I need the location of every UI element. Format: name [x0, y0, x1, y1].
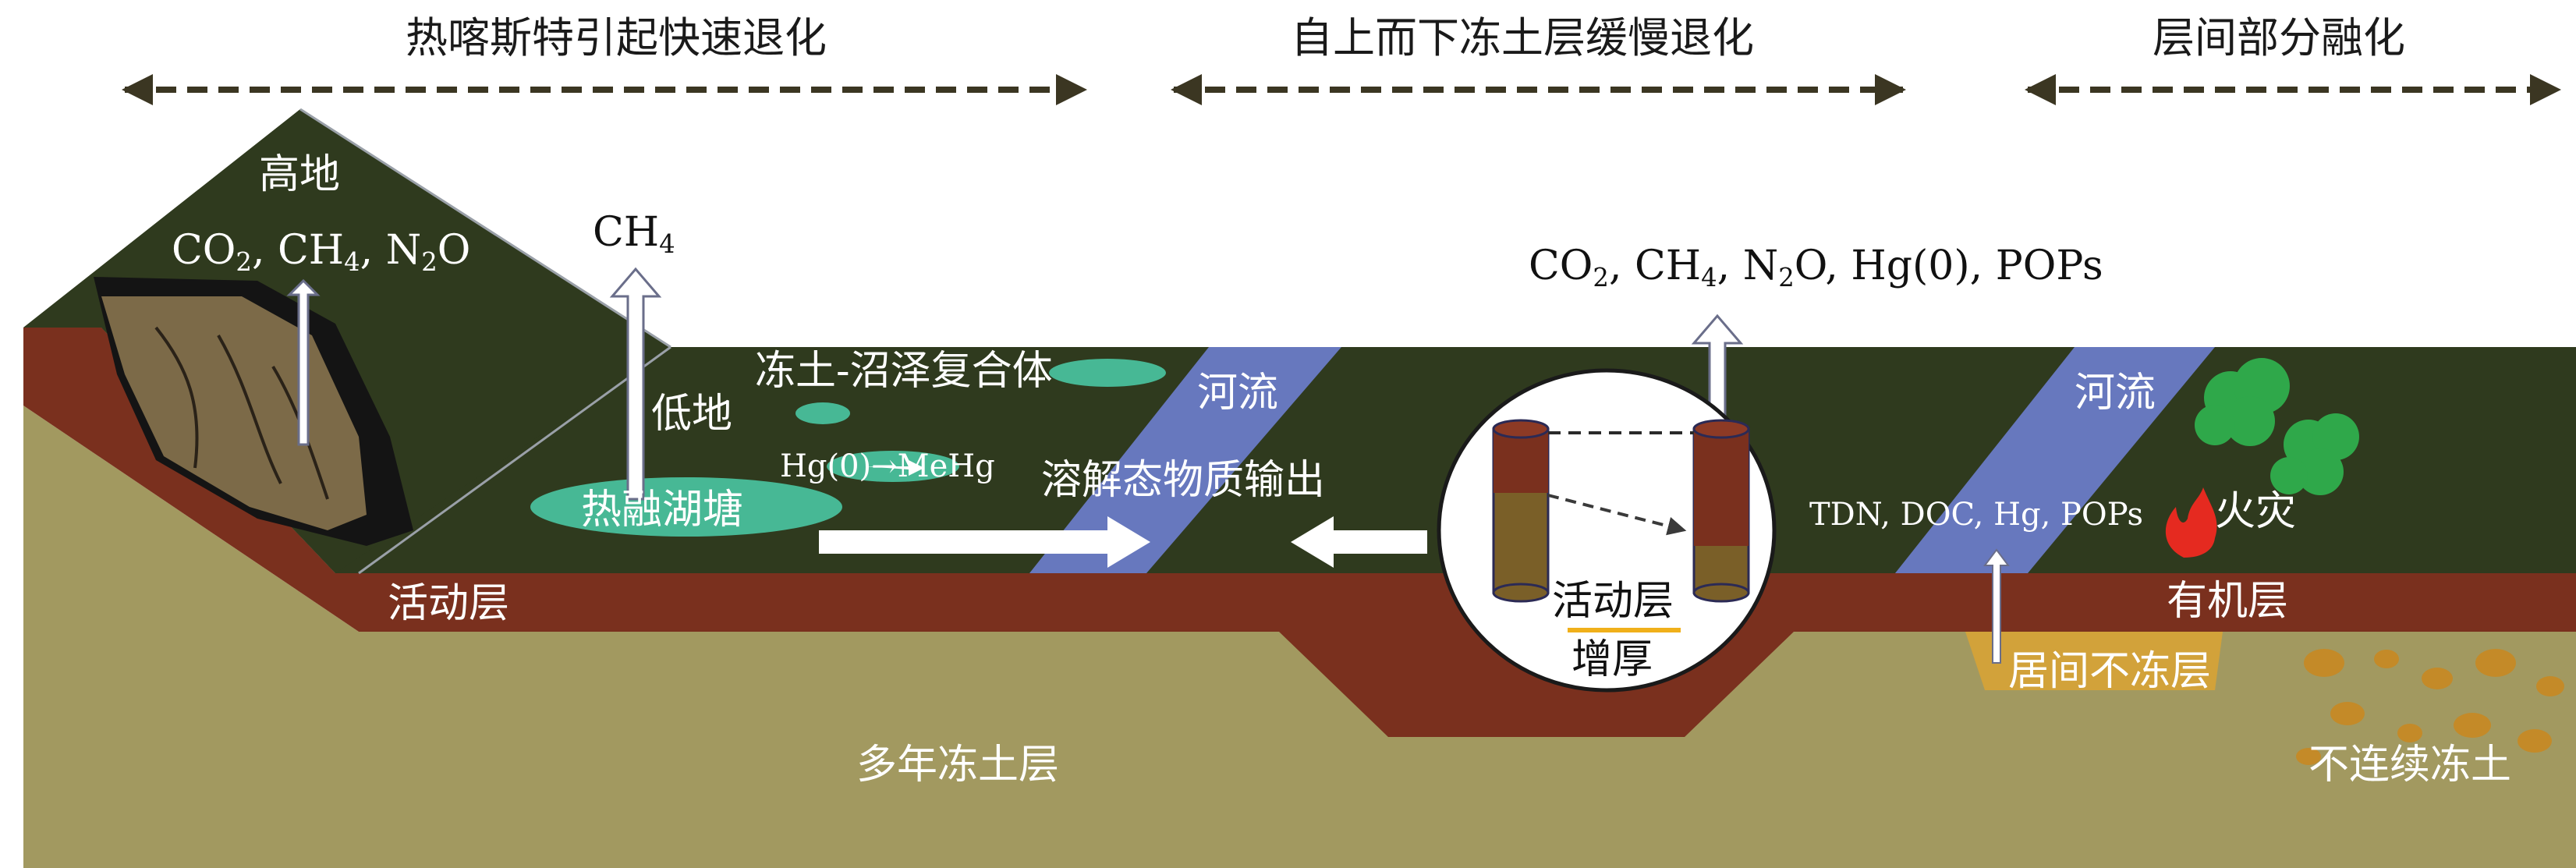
river-label-right: 河流 [2075, 370, 2156, 416]
river-right [1895, 347, 2215, 573]
cliff-crack [154, 326, 199, 469]
upland-mound [23, 109, 671, 573]
soil-core-right [1692, 419, 1750, 603]
thickening-label: 增厚 [1571, 636, 1653, 683]
inset-diagonal-arrow [1547, 494, 1687, 536]
active-layer-label-left: 活动层 [388, 580, 510, 627]
surface-vegetation-layer [23, 109, 2576, 573]
discontinuous-permafrost-label: 不连续冻土 [2308, 742, 2512, 788]
center-gas-label: CO2, CH4, N2O, Hg(0), POPs [1529, 243, 2103, 293]
tdn-doc-label: TDN, DOC, Hg, POPs [1809, 497, 2144, 533]
export-arrow-left [1291, 516, 1427, 568]
cliff-crack [217, 335, 282, 484]
upland-outline [299, 108, 671, 349]
wetland-patch [1049, 359, 1166, 387]
upland-label: 高地 [259, 151, 341, 198]
soil-core-left [1492, 419, 1550, 603]
upland-base-outline [358, 345, 671, 575]
thaw-pond-label: 热融湖塘 [581, 487, 744, 533]
ch4-emission-arrow [609, 267, 662, 501]
header-top-down-degradation: 自上而下冻土层缓慢退化 [1291, 13, 1754, 62]
header-interlayer-thaw: 层间部分融化 [2153, 13, 2405, 62]
dissolved-export-label: 溶解态物质输出 [1041, 457, 1326, 504]
river-label-left: 河流 [1197, 370, 1279, 416]
ch4-label: CH4 [593, 209, 675, 260]
talik-zone [1965, 632, 2223, 690]
fire-label: 火灾 [2215, 488, 2297, 535]
talik-label: 居间不冻层 [2008, 648, 2212, 695]
hg-methylation-label: Hg(0)→MeHg [780, 448, 995, 484]
lowland-label: 低地 [651, 391, 733, 438]
permafrost-wetland-label: 冻土-沼泽复合体 [755, 348, 1053, 395]
header-rapid-thermokarst: 热喀斯特引起快速退化 [406, 13, 827, 62]
hg-arrow [866, 460, 924, 476]
permafrost-layer-label: 多年冻土层 [856, 742, 1060, 788]
organic-layer-label: 有机层 [2167, 578, 2289, 625]
thaw-pond [530, 477, 842, 537]
upland-emission-arrow [286, 278, 321, 446]
talik-flux-arrow [1983, 548, 2010, 664]
active-layer-label-center: 活动层 [1552, 578, 1674, 625]
discontinuous-permafrost-blobs [2296, 649, 2564, 765]
fire-icon [2165, 487, 2217, 558]
wetland-patch [795, 402, 850, 424]
trees-icon [2195, 358, 2359, 495]
export-arrow-right [819, 516, 1150, 568]
upland-gas-label: CO2, CH4, N2O [172, 227, 471, 278]
